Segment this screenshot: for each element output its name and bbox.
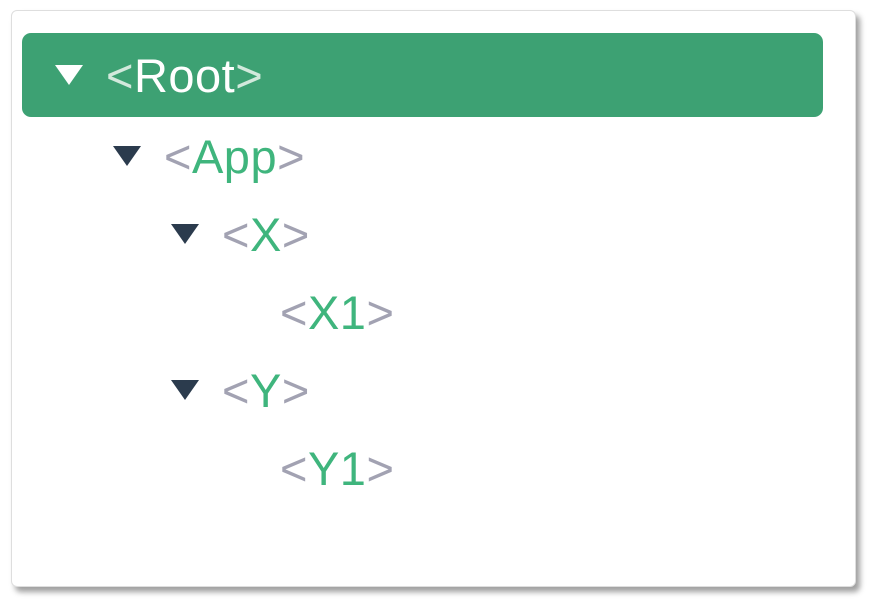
close-bracket: > xyxy=(277,129,306,183)
expander-triangle-icon[interactable] xyxy=(113,146,141,166)
tag-label: <X1> xyxy=(280,285,394,340)
expander-triangle-icon[interactable] xyxy=(171,380,199,400)
tag-label: <App> xyxy=(164,129,305,184)
component-tree-panel: <Root><App><X><X1><Y><Y1> xyxy=(11,10,856,587)
tree-node-y[interactable]: <Y> xyxy=(22,351,823,429)
tree-node-x1[interactable]: <X1> xyxy=(22,273,823,351)
expander-triangle-icon[interactable] xyxy=(171,224,199,244)
expander-triangle-icon[interactable] xyxy=(55,65,83,85)
tag-name: Root xyxy=(133,48,236,102)
close-bracket: > xyxy=(235,48,264,102)
tree-node-root[interactable]: <Root> xyxy=(22,33,823,117)
open-bracket: < xyxy=(106,48,134,102)
tree-node-app[interactable]: <App> xyxy=(22,117,823,195)
open-bracket: < xyxy=(222,207,250,261)
tag-name: App xyxy=(191,129,278,183)
expander-spacer xyxy=(229,302,257,322)
open-bracket: < xyxy=(164,129,192,183)
close-bracket: > xyxy=(366,285,395,339)
tag-label: <Y1> xyxy=(280,441,394,496)
component-tree: <Root><App><X><X1><Y><Y1> xyxy=(22,33,823,507)
expander-spacer xyxy=(229,458,257,478)
tag-label: <X> xyxy=(222,207,310,262)
tree-node-x[interactable]: <X> xyxy=(22,195,823,273)
tag-label: <Root> xyxy=(106,48,263,103)
tree-node-y1[interactable]: <Y1> xyxy=(22,429,823,507)
tag-name: X1 xyxy=(307,285,367,339)
tag-name: X xyxy=(249,207,282,261)
open-bracket: < xyxy=(222,363,250,417)
close-bracket: > xyxy=(366,441,395,495)
close-bracket: > xyxy=(281,207,310,261)
close-bracket: > xyxy=(281,363,310,417)
tag-name: Y1 xyxy=(307,441,367,495)
tag-name: Y xyxy=(249,363,282,417)
tag-label: <Y> xyxy=(222,363,310,418)
open-bracket: < xyxy=(280,285,308,339)
open-bracket: < xyxy=(280,441,308,495)
